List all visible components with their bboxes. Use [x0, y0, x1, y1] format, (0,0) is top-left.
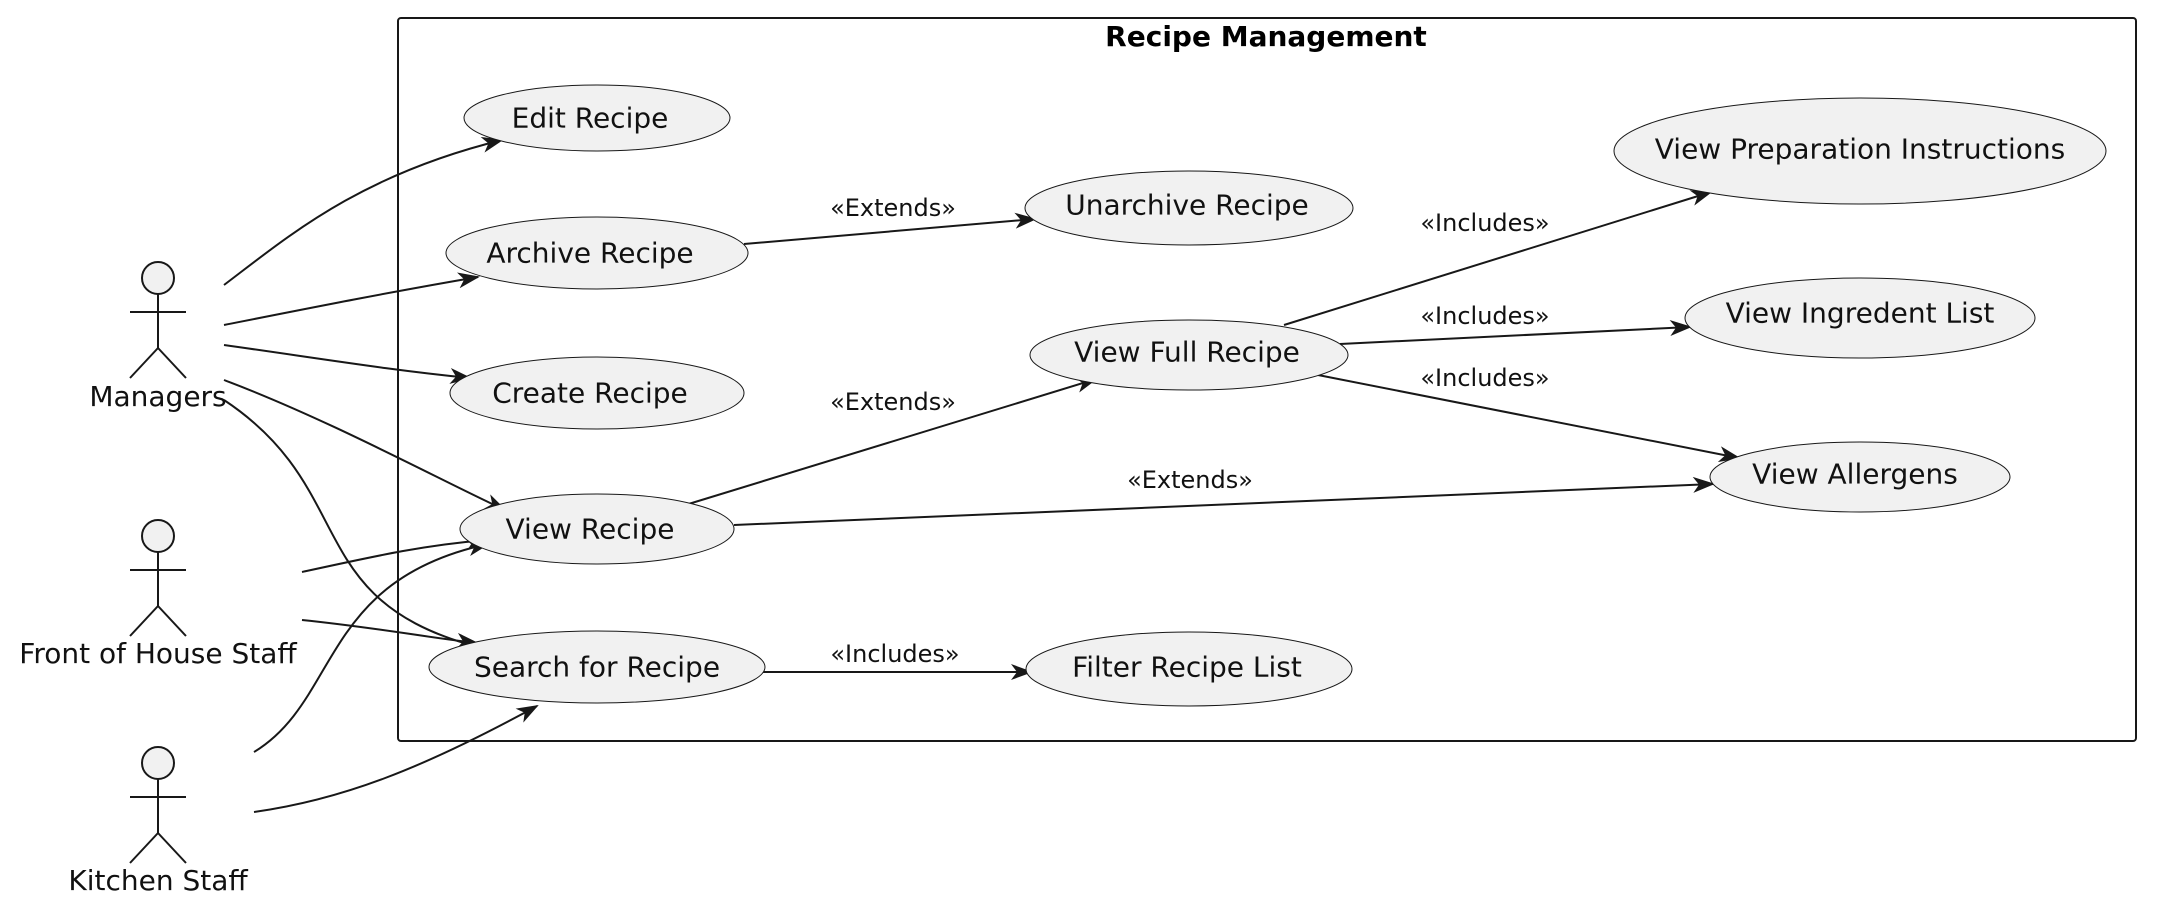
- use-case-label: View Recipe: [506, 513, 675, 546]
- use-case-archive-recipe: Archive Recipe: [445, 216, 749, 290]
- use-case-view-preparation-instructions: View Preparation Instructions: [1613, 97, 2107, 205]
- edge-foh-search: [301, 619, 479, 649]
- actor-icon: [129, 261, 187, 379]
- label-viewfull-allergens: «Includes»: [1420, 364, 1549, 392]
- use-case-label: Unarchive Recipe: [1065, 189, 1309, 222]
- use-case-label: Filter Recipe List: [1072, 651, 1302, 684]
- use-case-shape: [459, 493, 735, 565]
- actor-icon: [129, 519, 187, 637]
- use-case-filter-recipe-list: Filter Recipe List: [1025, 631, 1353, 707]
- use-case-edit-recipe: Edit Recipe: [463, 84, 731, 152]
- label-view-allergens: «Extends»: [1127, 466, 1253, 494]
- use-case-create-recipe: Create Recipe: [449, 356, 745, 430]
- label-viewfull-prep: «Includes»: [1420, 209, 1549, 237]
- use-cases: Edit Recipe Archive Recipe Create Recipe…: [428, 84, 2107, 707]
- actor-front-of-house-staff: Front of House Staff: [19, 519, 297, 670]
- use-case-shape: [449, 356, 745, 430]
- use-case-label: Archive Recipe: [486, 237, 693, 270]
- use-case-label: Create Recipe: [492, 377, 688, 410]
- label-view-viewfull: «Extends»: [830, 388, 956, 416]
- actor-kitchen-staff: Kitchen Staff: [68, 746, 248, 897]
- use-case-label: View Allergens: [1752, 458, 1958, 491]
- actor-icon: [129, 746, 187, 864]
- edge-viewfull-prep: [1283, 190, 1713, 326]
- use-case-label: View Preparation Instructions: [1655, 133, 2065, 166]
- use-case-label: View Ingredent List: [1726, 297, 1995, 330]
- use-case-label: View Full Recipe: [1074, 336, 1300, 369]
- use-case-view-allergens: View Allergens: [1709, 441, 2011, 513]
- use-case-shape: [463, 84, 731, 152]
- edge-archive-unarchive: [743, 212, 1037, 245]
- use-case-shape: [1025, 631, 1353, 707]
- system-title: Recipe Management: [1105, 20, 1427, 53]
- use-case-label: Search for Recipe: [474, 651, 720, 684]
- use-case-view-full-recipe: View Full Recipe: [1029, 319, 1349, 391]
- use-case-search-for-recipe: Search for Recipe: [428, 630, 766, 704]
- label-search-filter: «Includes»: [830, 640, 959, 668]
- use-case-shape: [428, 630, 766, 704]
- use-case-shape: [1024, 170, 1354, 246]
- use-case-view-recipe: View Recipe: [459, 493, 735, 565]
- use-case-shape: [445, 216, 749, 290]
- actor-label: Kitchen Staff: [68, 864, 248, 897]
- label-archive-unarchive: «Extends»: [830, 194, 956, 222]
- label-viewfull-ingred: «Includes»: [1420, 302, 1549, 330]
- use-case-shape: [1684, 277, 2036, 359]
- use-case-view-ingredient-list: View Ingredent List: [1684, 277, 2036, 359]
- edge-kitchen-search: [253, 705, 539, 813]
- edge-managers-create: [223, 344, 472, 384]
- use-case-label: Edit Recipe: [512, 102, 669, 135]
- edge-foh-view: [301, 533, 489, 573]
- relations: [223, 137, 1741, 813]
- edge-managers-search: [223, 399, 480, 650]
- edge-viewfull-allergens: [1317, 374, 1741, 462]
- use-case-shape: [1029, 319, 1349, 391]
- use-case-shape: [1613, 97, 2107, 205]
- edge-view-viewfull: [681, 377, 1098, 507]
- use-case-shape: [1709, 441, 2011, 513]
- use-case-unarchive-recipe: Unarchive Recipe: [1024, 170, 1354, 246]
- edge-managers-archive: [223, 272, 480, 326]
- edge-view-allergens: [733, 476, 1715, 526]
- edge-viewfull-ingred: [1339, 319, 1692, 345]
- relation-labels: «Extends» «Extends» «Extends» «Includes»…: [830, 194, 1550, 668]
- edge-kitchen-view: [253, 540, 490, 753]
- actor-managers: Managers: [89, 261, 227, 413]
- edge-managers-edit: [223, 137, 504, 286]
- edge-managers-view: [223, 379, 507, 511]
- actor-label: Front of House Staff: [19, 637, 297, 670]
- actor-label: Managers: [89, 380, 226, 413]
